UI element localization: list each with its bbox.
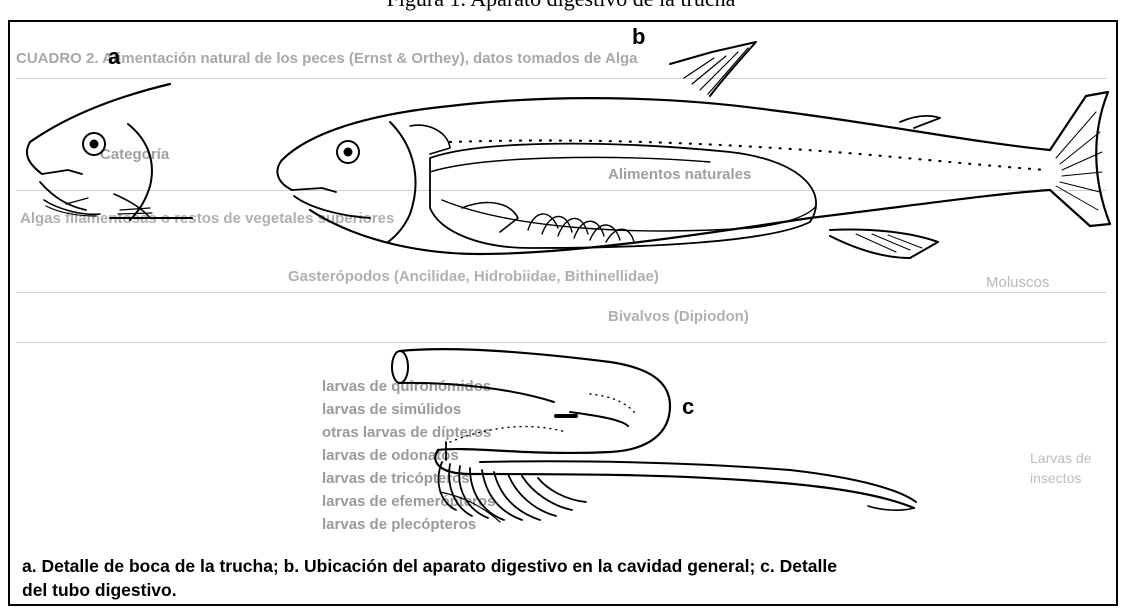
mouth-detail-drawing: [27, 84, 192, 220]
label-b: b: [632, 24, 645, 49]
caption-line-2: del tubo digestivo.: [22, 578, 1112, 602]
tail-fin: [1050, 92, 1110, 226]
body-cavity-outline: [430, 144, 816, 248]
caption-line-1: a. Detalle de boca de la trucha; b. Ubic…: [22, 554, 1112, 578]
figure-title: Figura 1. Aparato digestivo de la trucha: [0, 0, 1122, 12]
dorsal-fin-ray: [708, 48, 748, 94]
pyloric-caeca: [590, 225, 620, 240]
anal-fin: [830, 230, 938, 259]
tube-inner-upper: [400, 383, 554, 402]
tube-dots: [590, 394, 636, 414]
esophagus-opening: [392, 351, 408, 383]
trout-operculum: [388, 122, 416, 242]
head-a-operculum: [128, 124, 152, 220]
trout-pectoral-area: [410, 125, 450, 154]
label-c: c: [682, 394, 694, 419]
tube-outer-upper: [400, 349, 670, 453]
figure-caption: a. Detalle de boca de la trucha; b. Ubic…: [22, 554, 1112, 602]
caeca-tube: [494, 472, 540, 520]
tube-dots: [450, 427, 566, 442]
trout-pupil: [344, 148, 353, 157]
head-a-snout: [27, 142, 42, 174]
trout-upper-jaw: [292, 188, 336, 192]
head-a-dorsal-line: [30, 84, 170, 142]
label-a: a: [108, 44, 121, 69]
figure-frame: CUADRO 2. Alimentación natural de los pe…: [8, 20, 1118, 606]
caeca-tube: [438, 462, 456, 510]
swim-bladder-edge: [430, 157, 710, 172]
trout-illustration: a b c: [10, 22, 1116, 604]
dorsal-fin-ray: [684, 58, 714, 78]
pelvic-fin: [462, 203, 518, 232]
caeca-tube: [508, 474, 556, 516]
head-a-hatch: [120, 208, 150, 210]
digestive-tube-drawing: [392, 349, 916, 522]
trout-snout: [277, 160, 292, 190]
head-a-upper-jaw: [42, 170, 82, 174]
intestine-line: [442, 200, 816, 231]
tube-inner-lower: [480, 461, 916, 502]
tube-end: [868, 506, 914, 510]
head-a-hatch: [66, 198, 88, 204]
tail-ray: [1060, 182, 1100, 192]
tail-ray: [1062, 172, 1102, 176]
tube-inner-loop: [570, 412, 628, 426]
trout-body-drawing: [277, 42, 1110, 258]
head-a-pupil: [90, 140, 99, 149]
adipose-fin: [900, 116, 940, 128]
trout-lower-jaw: [294, 196, 370, 218]
tail-ray: [1060, 132, 1100, 164]
caeca-tube: [522, 476, 572, 510]
